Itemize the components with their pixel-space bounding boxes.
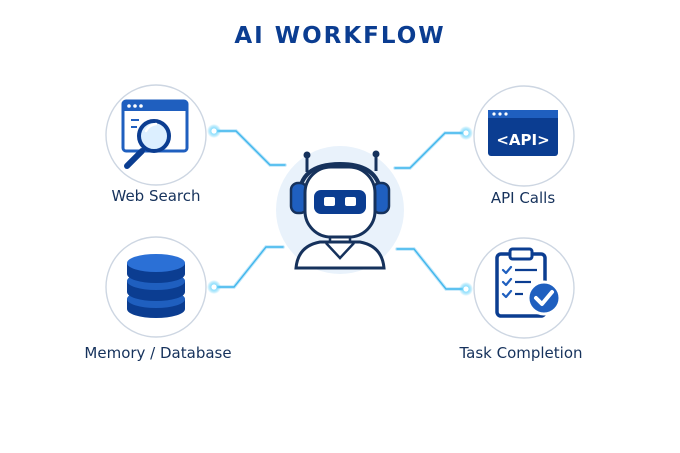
clipboard-check-icon — [495, 247, 562, 318]
connector-task-completion — [395, 247, 473, 296]
api-icon-text: <API> — [496, 131, 549, 149]
connector-web-search — [207, 124, 287, 167]
memory-database-label: Memory / Database — [84, 344, 232, 362]
database-icon — [127, 254, 185, 318]
robot-icon — [276, 146, 404, 274]
api-icon: <API> — [488, 110, 558, 156]
api-calls-node: <API> — [473, 85, 575, 187]
web-search-label: Web Search — [111, 187, 201, 205]
task-completion-node — [473, 237, 575, 339]
task-completion-label: Task Completion — [459, 344, 583, 362]
connector-api-calls — [393, 126, 473, 170]
diagram-title: AI WORKFLOW — [234, 23, 446, 49]
memory-database-node — [105, 236, 207, 338]
connector-memory-database — [207, 245, 285, 294]
web-search-node — [105, 84, 207, 186]
web-search-icon — [121, 99, 189, 169]
api-calls-label: API Calls — [490, 189, 556, 207]
